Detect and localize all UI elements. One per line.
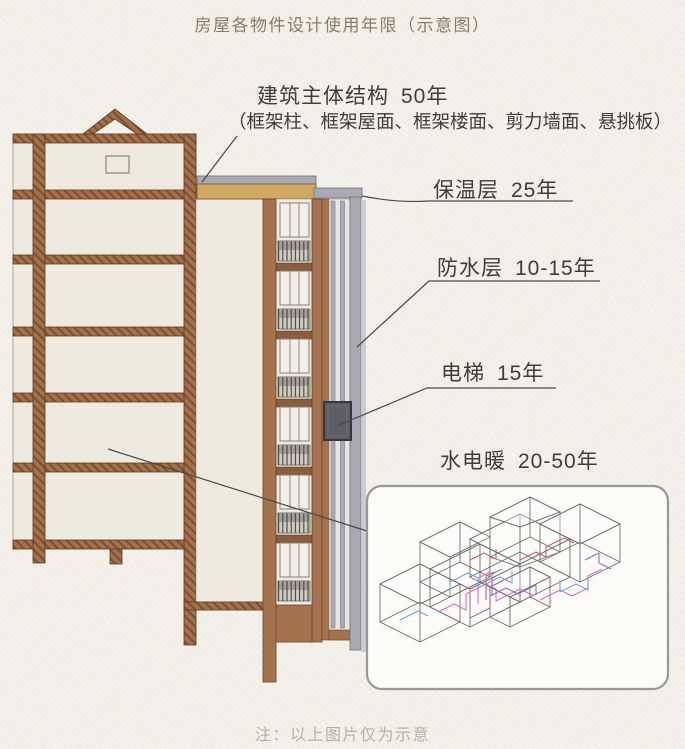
label-insulation: 保温层 25年 [433, 174, 558, 204]
leader-line-waterproof [356, 280, 600, 348]
elevator-shaft [321, 196, 366, 652]
insulation-layer [196, 175, 363, 200]
frame-building [12, 108, 197, 646]
attic-window [105, 155, 130, 174]
utility-pipes [399, 537, 612, 621]
label-waterproof-years: 10-15年 [515, 257, 596, 280]
frame-columns [32, 133, 197, 646]
label-main-structure-name: 建筑主体结构 [257, 85, 389, 108]
gable-roof [81, 108, 149, 135]
label-elevator: 电梯 15年 [441, 357, 544, 387]
label-waterproof-name: 防水层 [437, 257, 503, 280]
leader-line-insulation [361, 195, 573, 203]
footnote: 注：以上图片仅为示意 [254, 727, 430, 744]
utilities-inset-box [365, 484, 670, 691]
label-main-structure: 建筑主体结构 50年 [257, 80, 448, 110]
leader-line-elevator [338, 387, 556, 426]
label-utilities-years: 20-50年 [518, 450, 599, 473]
label-waterproof: 防水层 10-15年 [437, 252, 596, 282]
waterproof-wall [349, 196, 366, 652]
label-main-structure-years: 50年 [401, 85, 449, 108]
balcony-tower [262, 198, 323, 683]
label-elevator-name: 电梯 [441, 362, 485, 385]
label-utilities: 水电暖 20-50年 [440, 445, 599, 475]
label-insulation-years: 25年 [511, 179, 559, 202]
leader-line-utilities [107, 448, 368, 532]
label-insulation-name: 保温层 [433, 179, 499, 202]
label-elevator-years: 15年 [497, 362, 545, 385]
label-main-structure-detail: （框架柱、框架屋面、框架楼面、剪力墙面、悬挑板） [228, 111, 673, 132]
page-title: 房屋各物件设计使用年限（示意图） [194, 16, 491, 35]
isometric-rooms [378, 496, 622, 643]
shear-wall-section [183, 198, 265, 611]
leader-line-structure [201, 135, 238, 183]
label-utilities-name: 水电暖 [440, 450, 506, 473]
tower-floors [275, 202, 313, 602]
